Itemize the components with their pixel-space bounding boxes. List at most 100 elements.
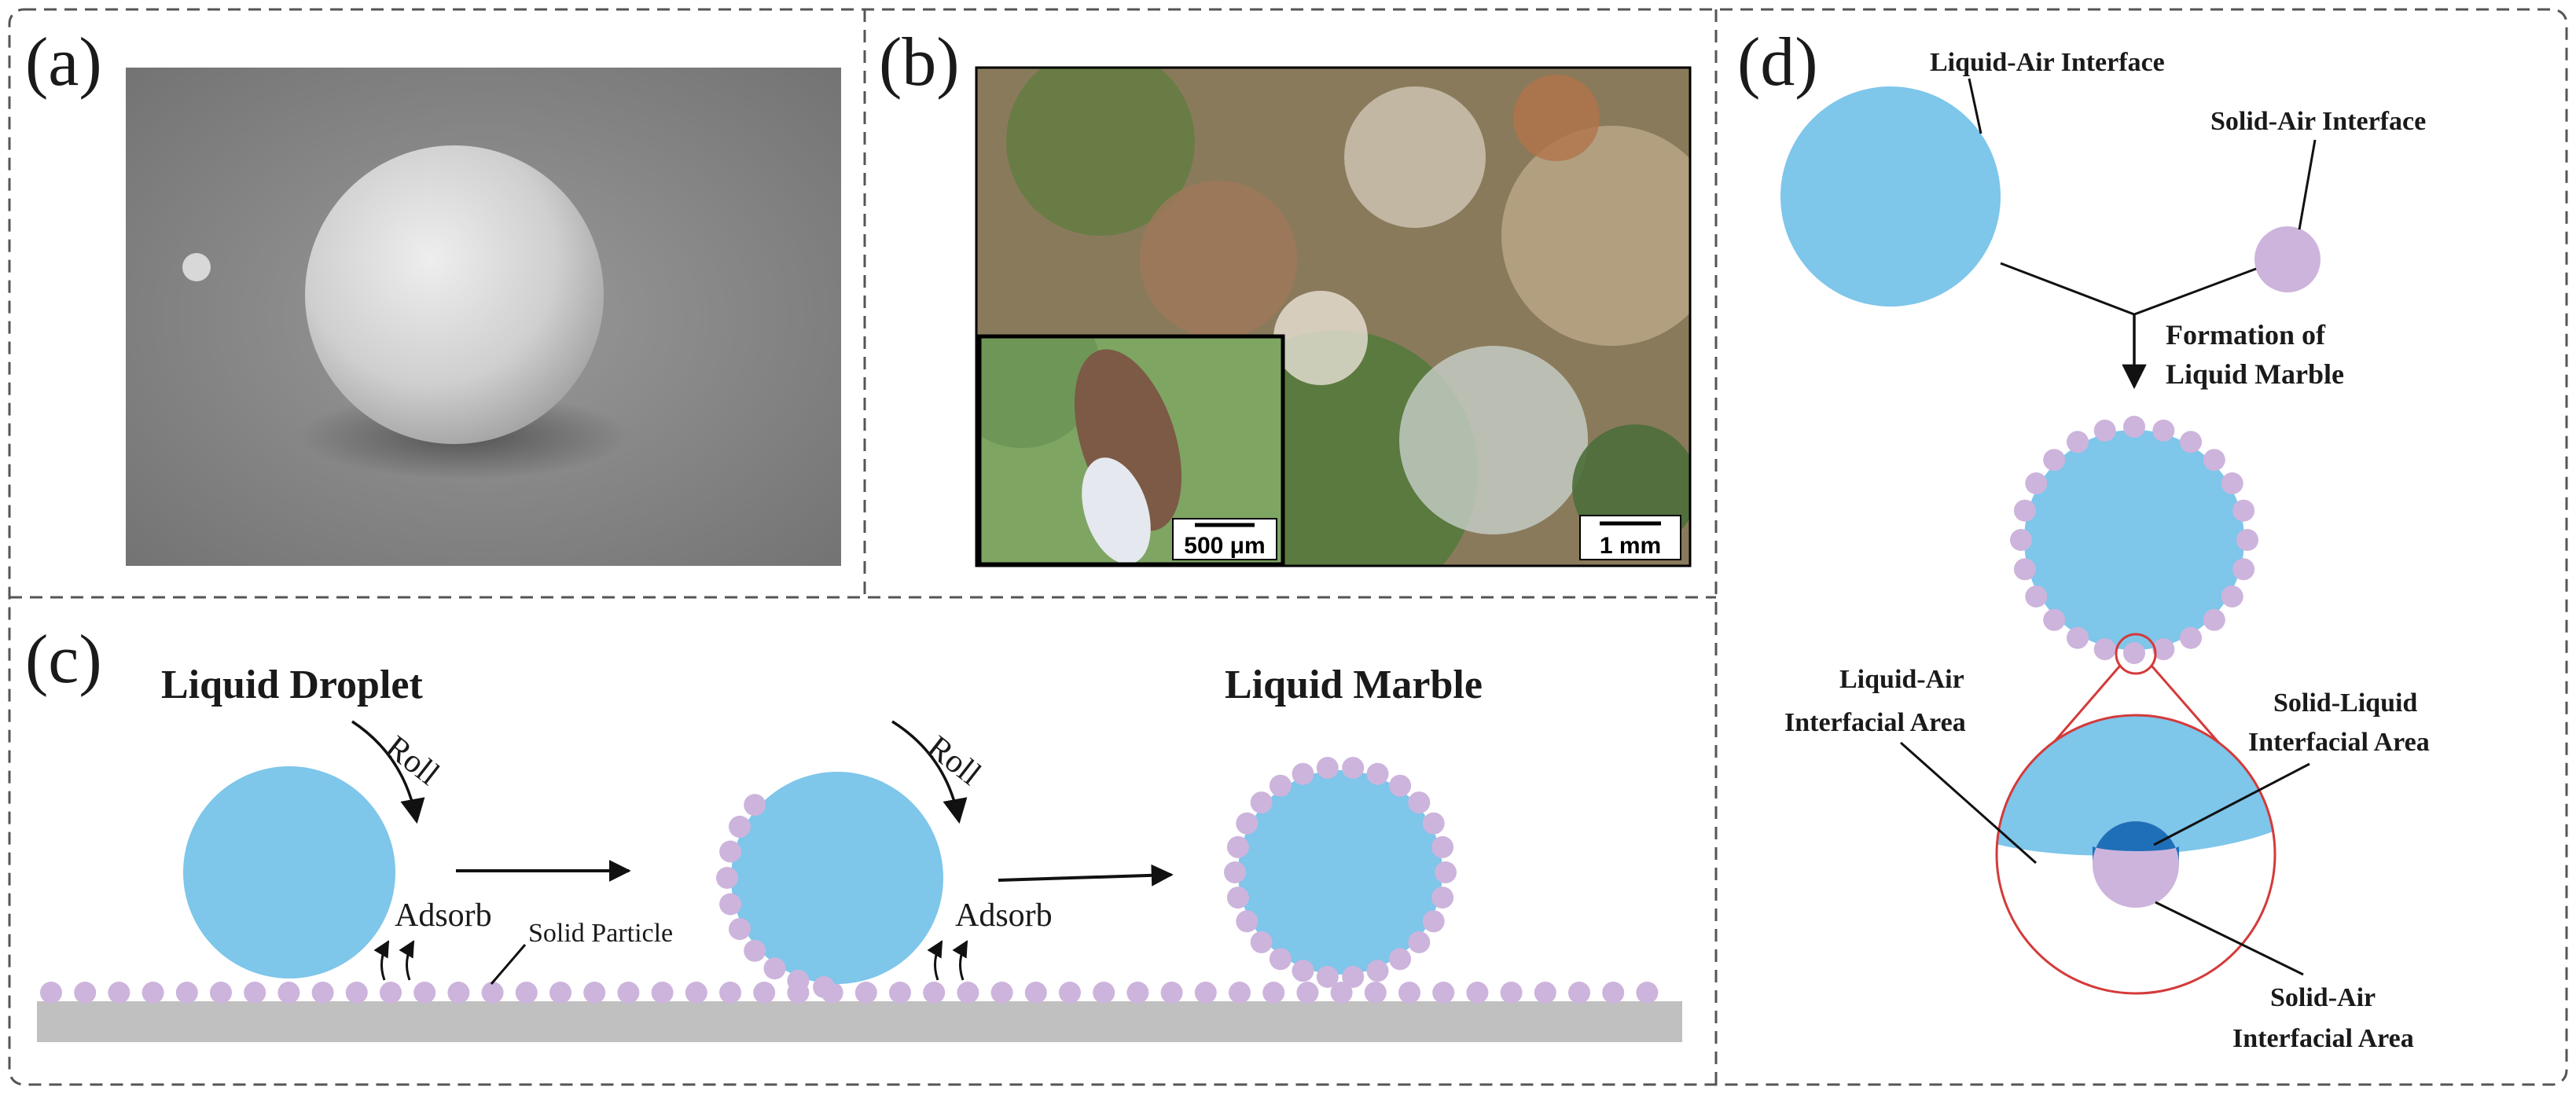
particle [2067,626,2089,649]
particle [957,982,979,1004]
particle [447,982,470,1004]
substrate [37,1001,1682,1042]
particle [1466,982,1489,1004]
panel-label-d: (d) [1737,24,1818,101]
particle [729,918,751,941]
liquid-droplet-d [1780,86,2001,307]
particle [40,982,62,1004]
particle [1262,982,1285,1004]
particle [1435,861,1457,883]
formation-label-line2: Liquid Marble [2166,358,2344,390]
particle [2232,499,2255,522]
particle [1160,982,1183,1004]
particle [1269,774,1292,797]
particle [74,982,97,1004]
particle [2043,449,2066,472]
particle [108,982,130,1004]
particle [813,976,836,998]
particle [345,982,368,1004]
roll-arrow-1 [351,720,425,824]
panel-a: (a) [25,24,841,566]
particle [1316,757,1339,779]
particle [210,982,232,1004]
particle [2221,586,2243,608]
particle [2180,626,2202,649]
particle [2093,419,2116,442]
particle [889,982,911,1004]
solid-air-leader [2298,139,2317,230]
particle [763,957,786,980]
panel-label-b: (b) [879,24,960,101]
photo-liquid-marble [126,68,841,566]
particle [716,867,738,889]
particle [2180,431,2202,453]
la-area-label-line2: Interfacial Area [1784,708,1966,737]
sl-area-label-line1: Solid-Liquid [2273,688,2417,718]
particle [685,982,707,1004]
panel-label-a: (a) [25,24,102,101]
particle [1226,835,1249,858]
particle [2152,638,2175,661]
particle [1269,948,1292,971]
main-scale-bar-label: 1 mm [1600,533,1661,559]
particle [1330,982,1353,1004]
inset-scale-bar-label: 500 μm [1184,533,1265,559]
particle [1431,887,1454,909]
particle [854,982,877,1004]
particle [1364,982,1387,1004]
particle [729,815,751,838]
particle [413,982,436,1004]
particle [1422,910,1445,933]
particle [719,840,742,863]
particle [1024,982,1047,1004]
particle [2123,416,2145,438]
particle [2236,529,2258,551]
particle [1534,982,1556,1004]
particle [1093,982,1115,1004]
particle [2010,529,2032,551]
particle [1250,791,1273,814]
panel-d: (d) Liquid-Air Interface Solid-Air Inter… [1737,24,2430,1053]
liquid-marble-d [2010,416,2258,664]
liquid-marble-label: Liquid Marble [1225,663,1483,707]
particle [2013,499,2036,522]
particle [651,982,674,1004]
particle [1292,960,1314,982]
sl-area-label-line2: Interfacial Area [2248,728,2430,757]
solid-particle-leader [490,944,527,985]
particle [1292,762,1314,785]
particle [1366,960,1389,982]
droplet-bare [183,766,395,978]
particle [1126,982,1149,1004]
merge-lines [2000,262,2257,316]
particle [1408,931,1431,953]
particle [1568,982,1590,1004]
adsorb-arrows-1 [373,940,415,981]
particle [1366,762,1389,785]
particle [1250,931,1273,953]
roll-arrow-2 [891,720,968,824]
particle [2067,431,2089,453]
particle [1224,861,1246,883]
la-area-label-line1: Liquid-Air [1839,665,1964,694]
particle [1342,757,1365,779]
panel-frames [8,8,2568,1086]
adsorb-label-2: Adsorb [955,898,1053,934]
la-area-leader [1900,741,2037,865]
particle [753,982,776,1004]
liquid-air-interface-label: Liquid-Air Interface [1930,48,2165,77]
panel-b: (b) 500 μm [879,24,1692,567]
particle [1431,835,1454,858]
particle [1389,774,1412,797]
roll-label-1: Roll [379,729,446,793]
particle [617,982,640,1004]
panel-label-c: (c) [25,622,102,698]
particle [549,982,571,1004]
particle [2232,558,2255,581]
roll-label-2: Roll [921,729,987,793]
particle [311,982,334,1004]
particle [2013,558,2036,581]
particle [1316,966,1339,988]
solid-particle-d [2254,226,2321,292]
liquid-marble-c [1224,757,1457,988]
